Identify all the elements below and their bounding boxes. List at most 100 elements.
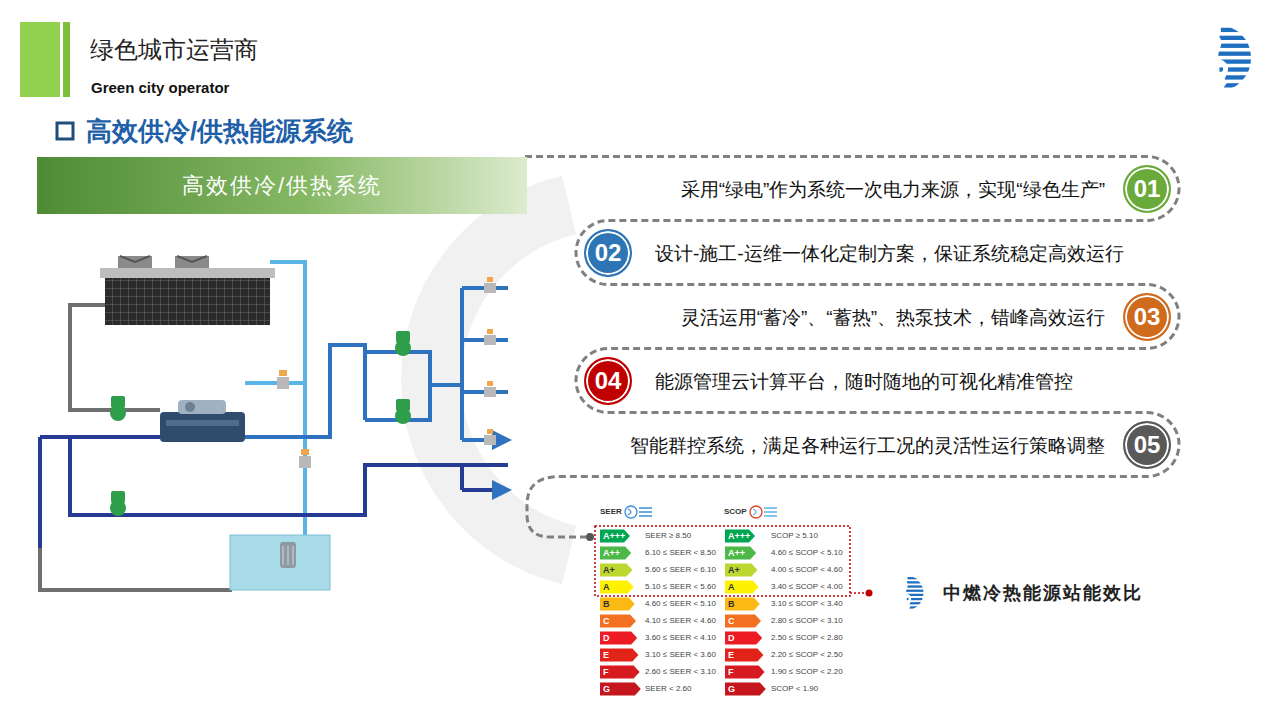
number-circle: 02: [584, 229, 632, 277]
company-logo: [891, 575, 925, 611]
feature-row: 能源管理云计算平台，随时随地的可视化精准管控 04: [525, 349, 1185, 413]
energy-grade: A+++: [603, 532, 625, 541]
number-circle: 01: [1123, 165, 1171, 213]
callout-number: 01: [1134, 177, 1161, 201]
pump: [110, 331, 411, 516]
efficiency-range: 3.10 ≤ SEER < 3.60: [645, 651, 716, 659]
efficiency-range: 3.10 ≤ SCOP < 3.40: [771, 600, 843, 608]
grade-arrow: [725, 564, 757, 577]
feature-text: 能源管理云计算平台，随时随地的可视化精准管控: [655, 371, 1073, 390]
energy-grade: A++: [603, 549, 620, 558]
dashed-outline: [525, 157, 1179, 538]
callout-number: 02: [595, 241, 622, 265]
grade-arrow: [600, 530, 630, 543]
energy-grade: C: [728, 617, 735, 626]
bullet-square: [57, 123, 73, 139]
energy-grade: D: [603, 634, 610, 643]
energy-grade: C: [603, 617, 610, 626]
grade-arrow: [725, 530, 755, 543]
leader-dot: [586, 533, 594, 541]
efficiency-range: 2.50 ≤ SCOP < 2.80: [771, 634, 843, 642]
energy-grade: A+: [603, 566, 615, 575]
highlight-box: [595, 526, 850, 596]
energy-grade: B: [603, 600, 610, 609]
efficiency-range: 5.60 ≤ SEER < 6.10: [645, 566, 716, 574]
grade-arrow: [600, 649, 638, 662]
feature-text: 采用“绿电”作为系统一次电力来源，实现“绿色生产”: [681, 179, 1105, 198]
efficiency-range: SCOP < 1.90: [771, 685, 818, 693]
feature-row: 设计-施工-运维一体化定制方案，保证系统稳定高效运行 02: [525, 221, 1185, 285]
valve: [277, 277, 496, 468]
efficiency-range: 3.40 ≤ SCOP < 4.00: [771, 583, 843, 591]
energy-grade: E: [728, 651, 734, 660]
grade-arrow: [725, 632, 762, 645]
grade-arrow: [600, 564, 632, 577]
grade-arrow: [725, 615, 761, 628]
efficiency-range: 2.60 ≤ SEER < 3.10: [645, 668, 716, 676]
energy-grade: D: [728, 634, 735, 643]
efficiency-range: 6.10 ≤ SEER < 8.50: [645, 549, 716, 557]
feature-row: 灵活运用“蓄冷”、“蓄热”、热泵技术，错峰高效运行 03: [525, 285, 1185, 349]
leader-dot: [866, 590, 873, 597]
chiller: [160, 400, 245, 442]
table-header: SEER: [600, 508, 622, 516]
callout-number: 04: [595, 369, 622, 393]
energy-grade: E: [603, 651, 609, 660]
slide-title: 绿色城市运营商: [90, 38, 258, 62]
number-circle: 04: [584, 357, 632, 405]
callout-number: 05: [1134, 433, 1161, 457]
grade-arrow: [725, 581, 759, 594]
energy-grade: G: [728, 685, 735, 694]
grade-arrow: [600, 615, 636, 628]
energy-grade: F: [728, 668, 734, 677]
callout-label: 中燃冷热能源站能效比: [943, 584, 1143, 602]
header-subtitle: Green city operator: [91, 80, 229, 95]
efficiency-range: 4.60 ≤ SCOP < 5.10: [771, 549, 843, 557]
grade-arrow: [600, 547, 631, 560]
header-bar: [63, 22, 70, 97]
efficiency-range: SEER ≥ 8.50: [645, 532, 691, 540]
feature-text: 设计-施工-运维一体化定制方案，保证系统稳定高效运行: [655, 243, 1124, 262]
callout-number: 03: [1134, 305, 1161, 329]
energy-grade: A+: [728, 566, 740, 575]
energy-grade: B: [728, 600, 735, 609]
grade-arrow: [725, 666, 765, 679]
efficiency-range: 5.10 ≤ SEER < 5.60: [645, 583, 716, 591]
feature-row: 采用“绿电”作为系统一次电力来源，实现“绿色生产” 01: [525, 157, 1185, 221]
grade-arrow: [600, 581, 634, 594]
grade-arrow: [600, 632, 637, 645]
energy-grade: A+++: [728, 532, 750, 541]
grade-arrow: [725, 649, 763, 662]
leader-line: [850, 592, 865, 594]
efficiency-range: SEER < 2.60: [645, 685, 691, 693]
number-circle: 05: [1123, 421, 1171, 469]
water-tank: [230, 535, 330, 590]
energy-grade: A: [728, 583, 735, 592]
section-heading: 高效供冷/供热能源系统: [86, 118, 353, 144]
feature-row: 智能群控系统，满足各种运行工况的灵活性运行策略调整 05: [525, 413, 1185, 477]
fan-icon: [625, 506, 777, 518]
grade-arrow: [725, 598, 760, 611]
feature-text: 灵活运用“蓄冷”、“蓄热”、热泵技术，错峰高效运行: [681, 307, 1105, 326]
section-band: 高效供冷/供热系统: [37, 157, 527, 214]
band-title: 高效供冷/供热系统: [182, 175, 382, 197]
grade-arrow: [725, 683, 766, 696]
grade-arrows: [600, 530, 766, 696]
energy-grade: F: [603, 668, 609, 677]
grade-arrow: [600, 598, 635, 611]
feature-text: 智能群控系统，满足各种运行工况的灵活性运行策略调整: [630, 435, 1105, 454]
energy-grade: A++: [728, 549, 745, 558]
number-circle: 03: [1123, 293, 1171, 341]
grade-arrow: [600, 683, 641, 696]
table-header: SCOP: [724, 508, 747, 516]
grade-arrow: [725, 547, 756, 560]
cooling-tower: [100, 256, 275, 325]
efficiency-range: 2.20 ≤ SCOP < 2.50: [771, 651, 843, 659]
energy-grade: G: [603, 685, 610, 694]
efficiency-range: 4.60 ≤ SEER < 5.10: [645, 600, 716, 608]
efficiency-range: 3.60 ≤ SEER < 4.10: [645, 634, 716, 642]
efficiency-range: SCOP ≥ 5.10: [771, 532, 818, 540]
header-bar: [20, 22, 60, 97]
